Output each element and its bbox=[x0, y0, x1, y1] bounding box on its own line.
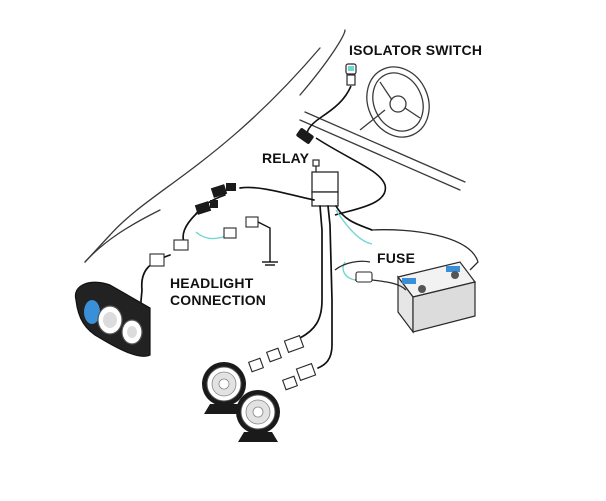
steering-wheel bbox=[359, 66, 430, 138]
driving-light-2 bbox=[236, 390, 280, 442]
headlight-assembly bbox=[74, 281, 151, 357]
driving-light-1 bbox=[202, 362, 246, 414]
fuse-label: FUSE bbox=[377, 250, 416, 266]
headlight-label-line1: HEADLIGHT bbox=[170, 275, 254, 291]
driving-light-connectors bbox=[247, 334, 317, 391]
fuse-holder bbox=[355, 271, 373, 283]
isolator-switch-label: ISOLATOR SWITCH bbox=[349, 42, 483, 58]
harness-connectors bbox=[149, 183, 259, 267]
accent-wires bbox=[195, 209, 373, 281]
headlight-label-line2: CONNECTION bbox=[170, 292, 267, 308]
car-body-outline bbox=[84, 29, 466, 263]
headlight-connection-label: HEADLIGHT CONNECTION bbox=[170, 275, 266, 309]
relay-label: RELAY bbox=[262, 150, 310, 166]
relay bbox=[311, 159, 339, 207]
isolator-switch bbox=[345, 63, 357, 86]
battery bbox=[396, 261, 477, 334]
ground-symbol bbox=[257, 221, 278, 266]
switch-connector bbox=[296, 128, 314, 144]
